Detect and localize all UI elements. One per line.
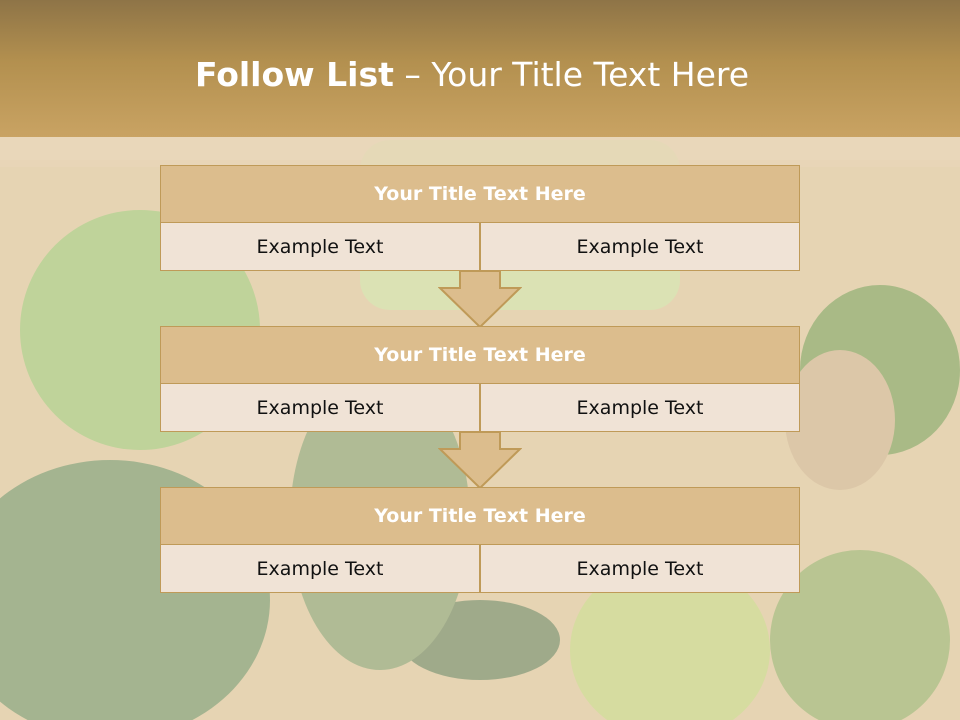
step-title: Your Title Text Here (160, 326, 800, 384)
down-arrow-icon (438, 431, 522, 489)
step-card-1: Your Title Text Here Example Text Exampl… (160, 165, 800, 271)
header-bar (0, 0, 960, 137)
step-text-right: Example Text (480, 222, 800, 271)
step-text-left: Example Text (160, 222, 480, 271)
step-title: Your Title Text Here (160, 165, 800, 223)
step-text-left: Example Text (160, 383, 480, 432)
slide-title: Follow List – Your Title Text Here (0, 55, 944, 94)
slide-title-rest: – Your Title Text Here (393, 55, 750, 94)
step-text-left: Example Text (160, 544, 480, 593)
down-arrow-icon (438, 270, 522, 328)
step-card-3: Your Title Text Here Example Text Exampl… (160, 487, 800, 593)
step-card-2: Your Title Text Here Example Text Exampl… (160, 326, 800, 432)
step-title: Your Title Text Here (160, 487, 800, 545)
step-text-right: Example Text (480, 383, 800, 432)
step-text-right: Example Text (480, 544, 800, 593)
slide-title-bold: Follow List (194, 55, 394, 94)
header-band (0, 137, 960, 167)
